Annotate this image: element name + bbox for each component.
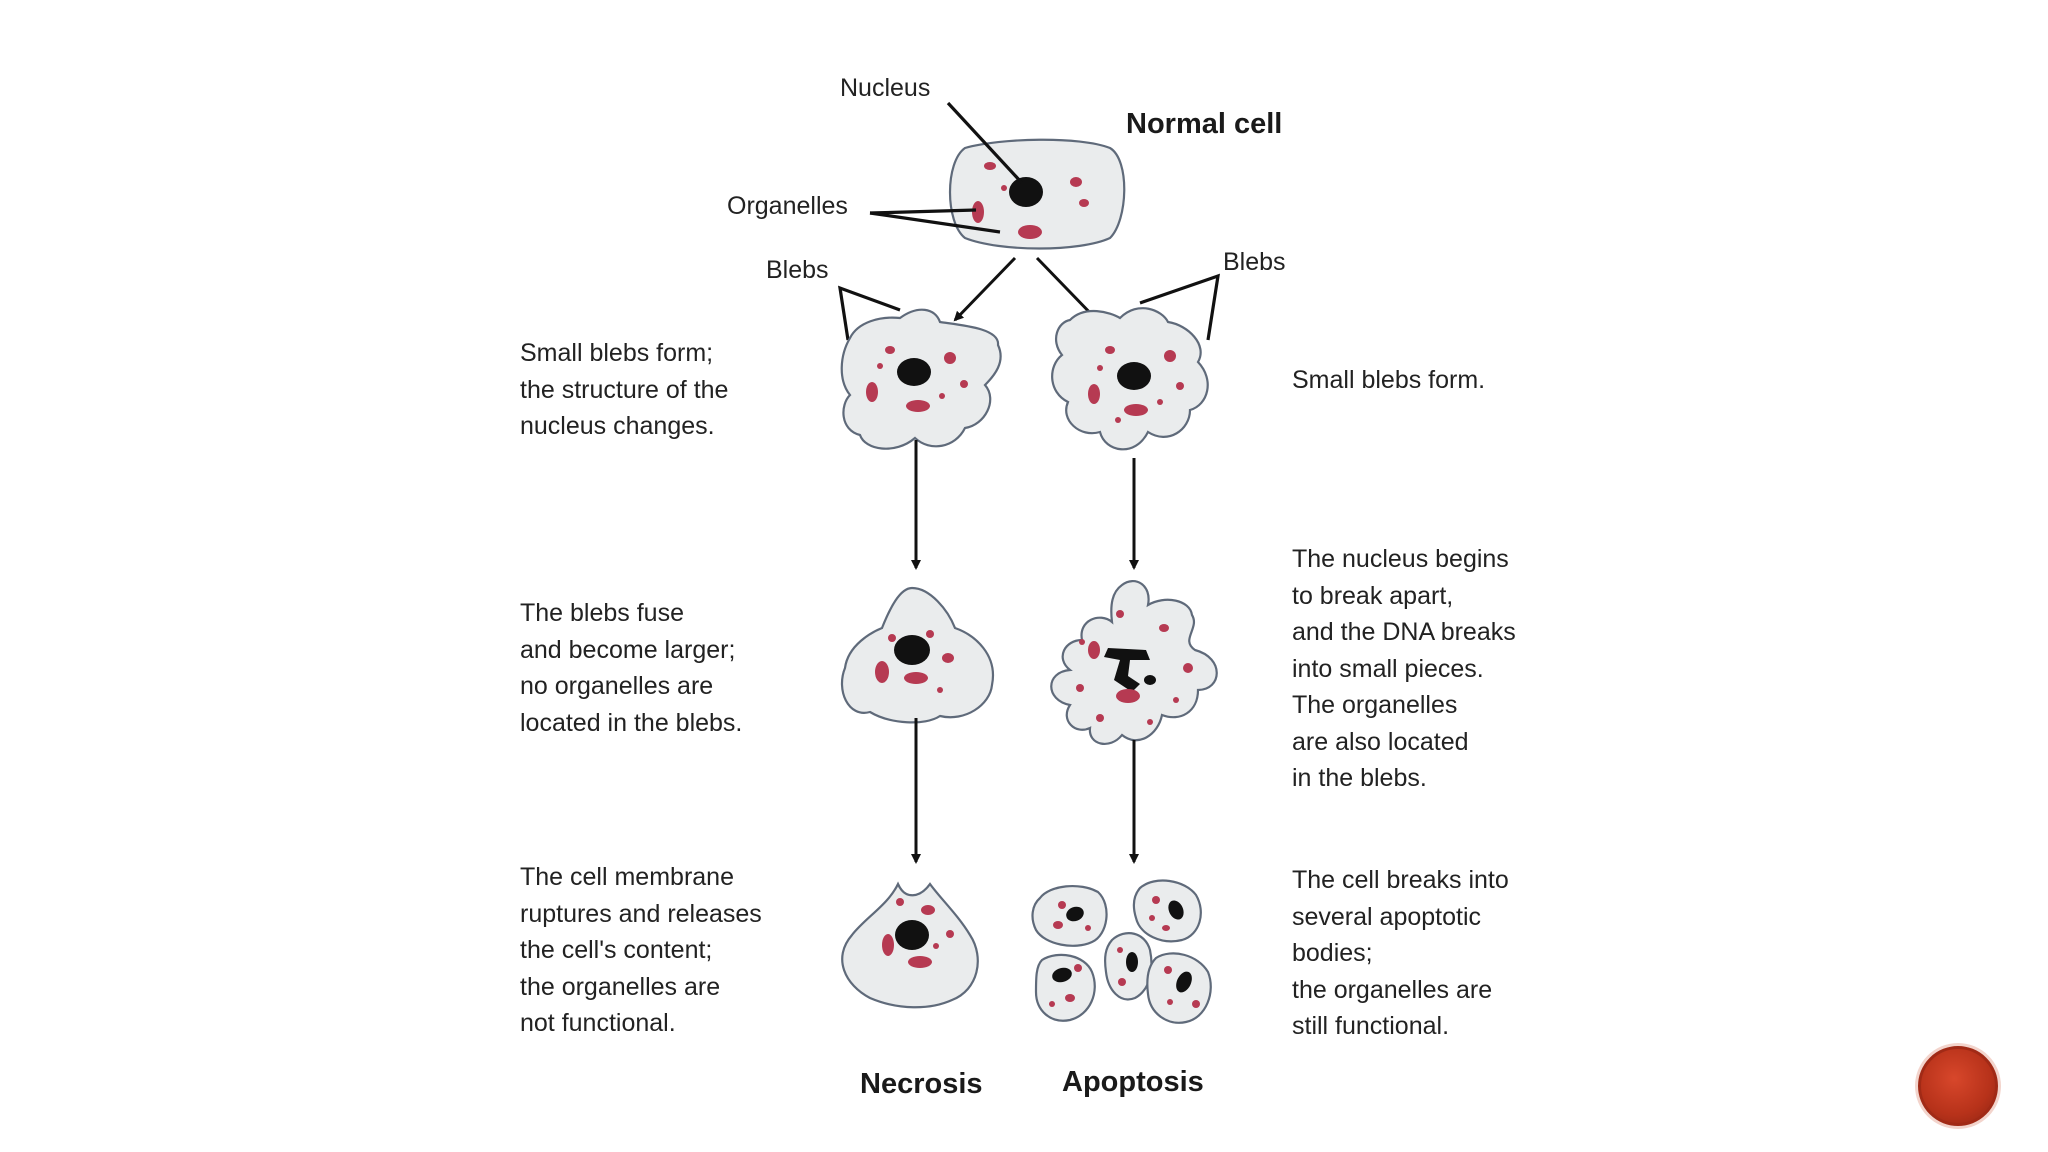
normal-cell <box>949 138 1126 250</box>
arrow-to-apoptosis <box>1035 256 1099 322</box>
necrosis-label: Necrosis <box>860 1068 983 1100</box>
blebs-pointer-right <box>1139 273 1220 341</box>
organelle <box>1001 185 1007 191</box>
organelles-label: Organelles <box>727 192 848 220</box>
necrosis-step-2-text: The blebs fuse and become larger; no org… <box>520 599 743 737</box>
apoptosis-step-1-text: Small blebs form. <box>1292 366 1486 394</box>
blebs-label-left: Blebs <box>766 256 829 284</box>
necrosis-step-3-text: The cell membrane ruptures and releases … <box>520 863 762 1037</box>
apoptosis-step-2-text: The nucleus begins to break apart, and t… <box>1292 545 1516 792</box>
normal-cell-nucleus <box>1009 177 1043 207</box>
apoptotic-bodies <box>1031 879 1212 1024</box>
necrosis-cell-stage-2 <box>840 586 995 724</box>
normal-cell-label: Normal cell <box>1126 108 1283 140</box>
apoptotic-body <box>1146 952 1212 1024</box>
apoptosis-cell-stage-1 <box>1051 307 1209 451</box>
arrow-to-necrosis <box>953 256 1017 322</box>
nucleus-pointer <box>946 101 1024 185</box>
organelle <box>1070 177 1082 187</box>
necrosis-cell-stage-3 <box>841 881 979 1009</box>
apoptosis-step-3-text: The cell breaks into several apoptotic b… <box>1292 866 1509 1040</box>
organelles-pointer <box>869 211 1001 234</box>
organelle <box>1018 225 1042 239</box>
apoptosis-label: Apoptosis <box>1062 1066 1204 1098</box>
apoptotic-body <box>1031 885 1108 947</box>
apoptotic-body <box>1034 953 1096 1022</box>
slide-nav-button[interactable] <box>1918 1046 1998 1126</box>
apoptosis-cell-stage-2 <box>1050 580 1218 745</box>
organelle <box>1079 199 1089 207</box>
apoptotic-body <box>1132 879 1202 943</box>
blebs-label-right: Blebs <box>1223 248 1286 276</box>
organelles-pointer <box>869 208 977 215</box>
organelle <box>972 201 984 223</box>
organelle <box>984 162 996 170</box>
blebs-pointer-left <box>838 285 901 341</box>
apoptotic-body <box>1104 932 1153 1001</box>
necrosis-step-1-text: Small blebs form; the structure of the n… <box>520 339 729 440</box>
necrosis-cell-stage-1 <box>840 308 1002 450</box>
nucleus-label: Nucleus <box>840 74 931 102</box>
